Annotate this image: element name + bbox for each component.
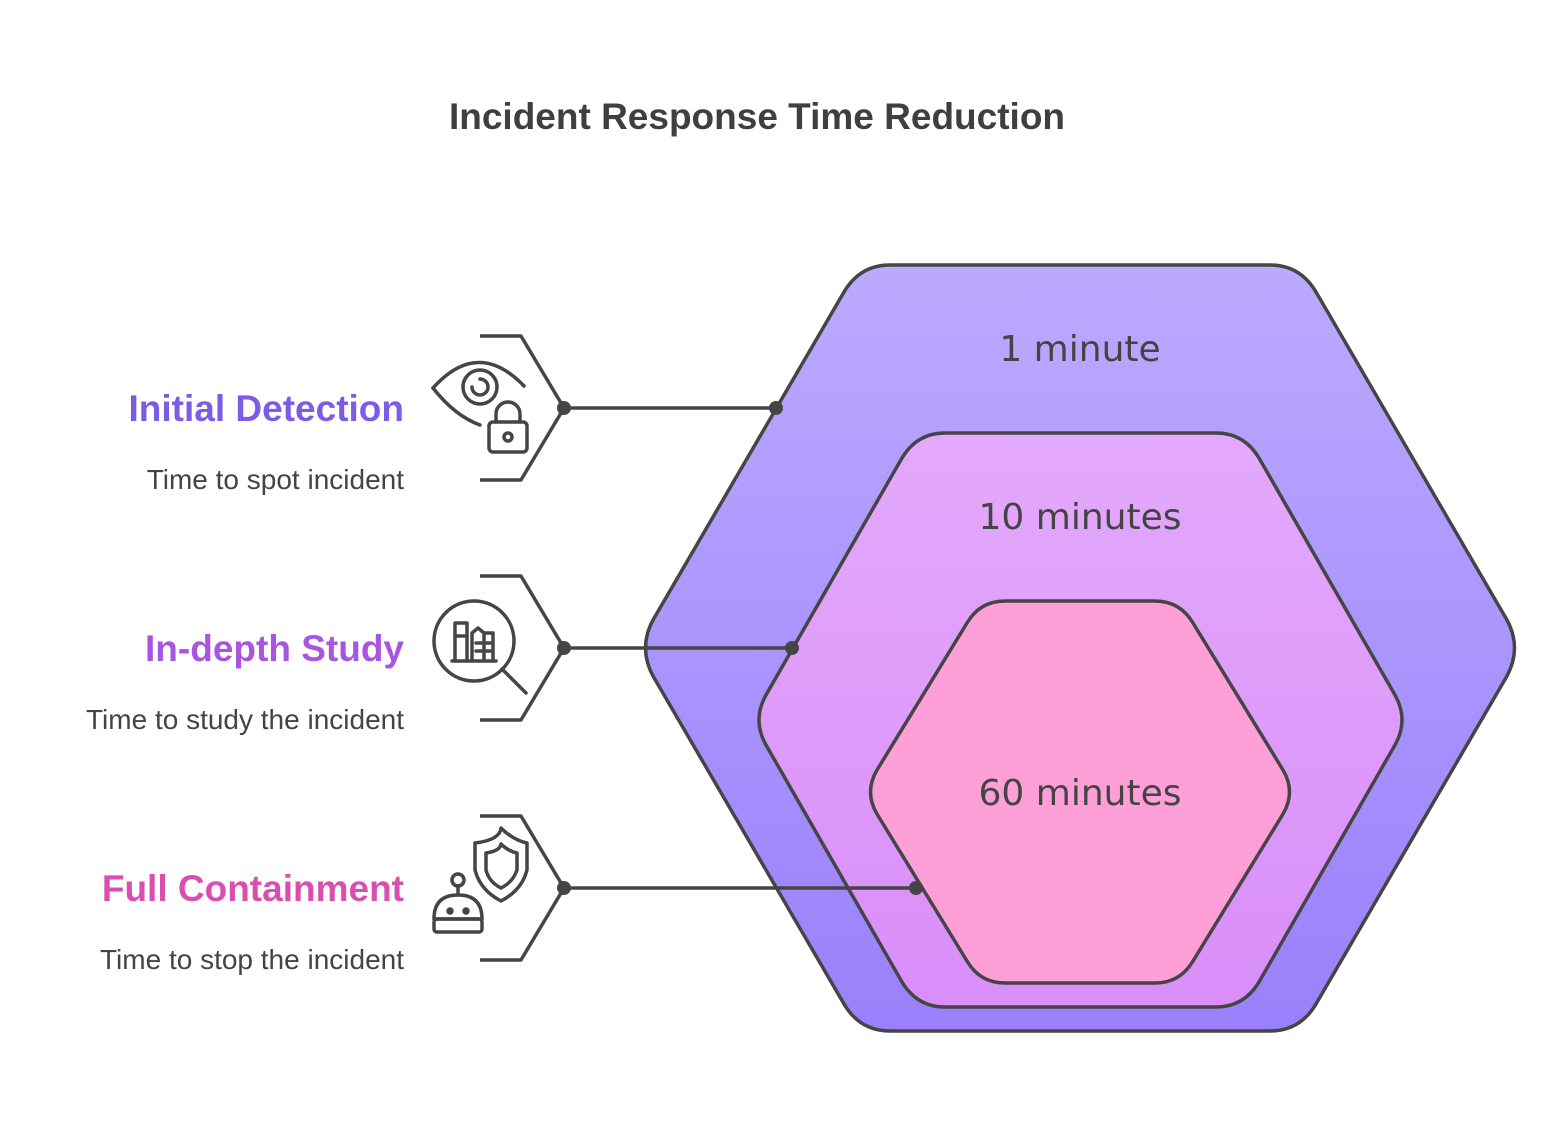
ring-label-outer: 1 minute: [999, 329, 1160, 370]
item-desc-study: Time to study the incident: [85, 704, 404, 735]
ring-label-inner: 60 minutes: [979, 773, 1182, 814]
eye-lock-icon: [431, 360, 529, 454]
magnifier-document-icon: [432, 599, 528, 695]
bracket-detection: [480, 334, 566, 482]
connector-containment: [557, 881, 923, 895]
item-title-containment: Full Containment: [101, 868, 404, 909]
item-desc-detection: Time to spot incident: [146, 464, 404, 495]
connector-study: [557, 641, 799, 655]
ring-label-middle: 10 minutes: [979, 497, 1182, 538]
robot-shield-icon: [432, 826, 529, 934]
item-title-study: In-depth Study: [145, 628, 404, 669]
inner-hexagon: [868, 599, 1292, 985]
item-desc-containment: Time to stop the incident: [99, 944, 404, 975]
diagram-title: Incident Response Time Reduction: [448, 96, 1066, 137]
item-title-detection: Initial Detection: [128, 388, 404, 429]
connector-detection: [557, 401, 783, 415]
